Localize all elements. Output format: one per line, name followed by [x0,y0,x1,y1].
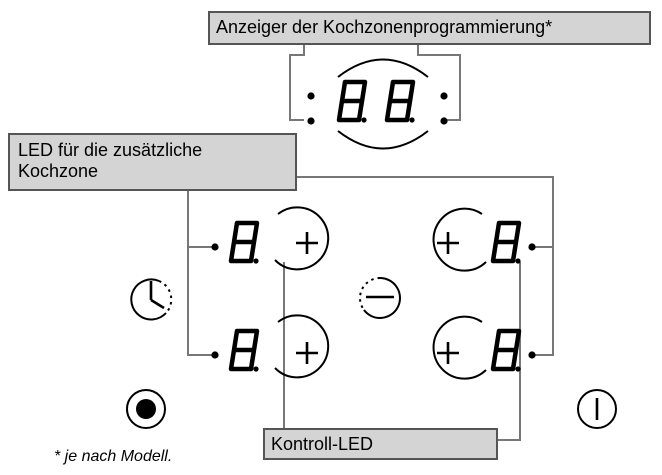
programming-display-label: Anzeiger der Kochzonenprogrammierung* [216,17,553,37]
minus-icon[interactable] [359,277,401,319]
zone-led-dot [528,243,536,251]
leader-control-led [283,262,521,441]
seven-segment-8-icon [228,220,260,264]
lock-icon[interactable] [577,389,617,429]
timer-icon[interactable] [130,278,173,321]
leader-lines [187,45,554,441]
plus-icon[interactable] [296,232,318,254]
display-dot-left-1 [307,92,315,100]
footnote: * je nach Modell. [54,448,173,465]
seven-segment-8-icon [490,220,522,264]
zone-led-dot [528,351,536,359]
programming-display [307,58,448,150]
display-dot-right-1 [440,92,448,100]
additional-zone-led-callout: LED für die zusätzliche Kochzone [8,133,297,191]
cooking-zone-front-left [211,206,330,271]
zone-arc [274,314,330,379]
plus-icon[interactable] [437,232,459,254]
zone-arc [432,315,487,380]
zone-led-dot [211,243,219,251]
additional-zone-led-label-line1: LED für die zusätzliche [18,140,203,160]
display-dot-left-2 [307,117,315,125]
seven-segment-8-icon [336,79,368,123]
power-icon[interactable] [126,389,166,429]
seven-segment-8-icon [228,328,260,372]
cooking-zone-rear-left [211,314,330,379]
zone-led-dot [211,351,219,359]
additional-zone-led-label-line2: Kochzone [18,161,99,181]
display-arc-top [337,58,429,78]
plus-icon[interactable] [296,342,318,364]
display-arc-bottom [337,130,429,150]
cooking-zone-rear-right [432,315,536,380]
leader-additional-zone-led [187,176,554,356]
programming-display-callout: Anzeiger der Kochzonenprogrammierung* [208,11,651,45]
cooking-zone-front-right [432,207,536,272]
control-led-label: Kontroll-LED [271,434,374,454]
seven-segment-8-icon [490,328,522,372]
zone-arc [432,207,487,272]
seven-segment-8-icon [384,79,416,123]
leader-programming-display [289,45,461,121]
plus-icon[interactable] [437,342,459,364]
zone-arc [274,206,330,271]
display-dot-right-2 [440,117,448,125]
control-led-callout: Kontroll-LED [263,428,498,460]
